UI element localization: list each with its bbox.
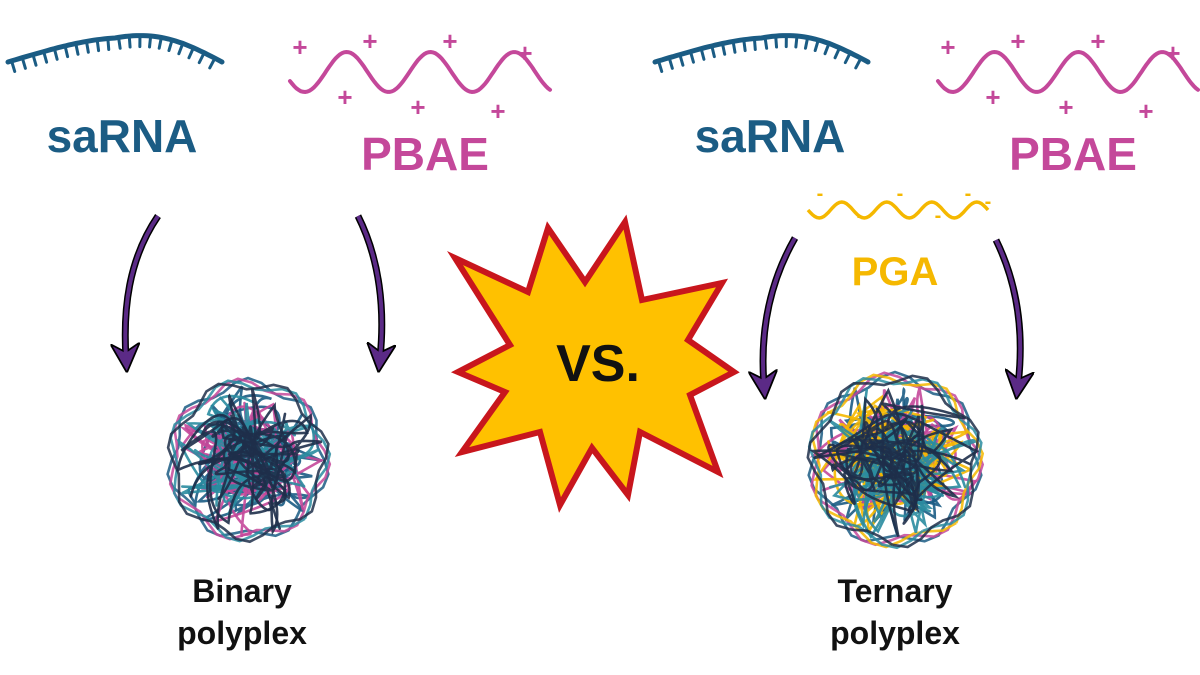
svg-text:-: - — [897, 183, 904, 205]
svg-text:+: + — [1058, 92, 1073, 122]
pga-label: PGA — [852, 250, 939, 294]
polyplex-icon — [806, 370, 985, 550]
svg-text:+: + — [1165, 38, 1180, 68]
svg-text:-: - — [985, 191, 992, 213]
rna-strand-icon — [652, 33, 871, 73]
svg-text:-: - — [817, 183, 824, 205]
polymer-chain-icon: + + + + + + + — [936, 26, 1200, 126]
sarna-label-right: saRNA — [695, 110, 846, 162]
polymer-chain-icon: + + + + + + + — [288, 26, 552, 126]
svg-text:+: + — [517, 38, 532, 68]
svg-text:+: + — [410, 92, 425, 122]
svg-text:+: + — [442, 26, 457, 56]
ternary-polyplex-caption: Ternary polyplex — [745, 570, 1045, 654]
ternary-caption-line1: Ternary — [837, 573, 953, 609]
svg-text:-: - — [857, 205, 864, 227]
polyplex-icon — [166, 376, 332, 544]
pga-chain-icon: ------ — [806, 183, 992, 227]
burst-icon — [447, 214, 740, 513]
binary-polyplex-caption: Binary polyplex — [92, 570, 392, 654]
svg-text:+: + — [292, 32, 307, 62]
svg-text:+: + — [1138, 96, 1153, 126]
vs-label: VS. — [556, 335, 640, 393]
binary-caption-line1: Binary — [192, 573, 292, 609]
vs-burst: VS. — [447, 214, 740, 513]
binary-panel: saRNA + + + + + + + PBAE — [5, 26, 552, 544]
sarna-label-left: saRNA — [47, 110, 198, 162]
svg-text:+: + — [490, 96, 505, 126]
ternary-caption-line2: polyplex — [830, 615, 960, 651]
svg-text:+: + — [1090, 26, 1105, 56]
svg-text:+: + — [1010, 26, 1025, 56]
pbae-label-left: PBAE — [361, 128, 489, 180]
svg-text:-: - — [965, 183, 972, 205]
pbae-label-right: PBAE — [1009, 128, 1137, 180]
rna-strand-icon — [5, 33, 225, 73]
svg-text:-: - — [935, 205, 942, 227]
ternary-panel: saRNA +++++++ PBAE ------ PGA — [652, 26, 1200, 550]
svg-text:+: + — [337, 82, 352, 112]
binary-caption-line2: polyplex — [177, 615, 307, 651]
svg-text:+: + — [985, 82, 1000, 112]
svg-text:+: + — [940, 32, 955, 62]
svg-text:+: + — [362, 26, 377, 56]
